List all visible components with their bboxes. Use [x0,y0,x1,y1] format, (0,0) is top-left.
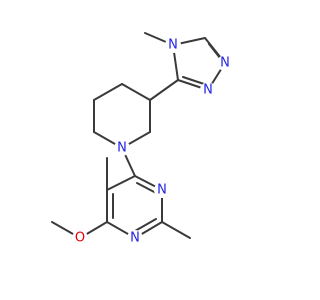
atom-label: N [220,56,230,71]
bond-pyr-c5-c4 [106,175,136,191]
piperidine-nitrogen-atom: N [114,140,130,156]
methoxy-oxygen-atom: O [72,230,88,246]
atom-label: N [117,141,127,156]
bond-triazole-n2-c3-double [182,76,205,85]
bond-pip-c4-c3 [121,83,151,101]
bond-pip-c5-c4 [93,83,123,101]
pyrimidine-n-upper-atom: N [154,182,170,198]
atom-label: N [203,83,213,98]
triazole-n2-atom: N [200,82,216,98]
bond-triazole-piperidine [149,79,179,101]
pyrimidine-n-lower-atom: N [127,230,143,246]
bonds [51,32,226,239]
atom-labels: N N N N N N O [72,37,233,246]
bond-c2-methyl [161,221,191,239]
atom-label: N [168,38,178,53]
molecule-structure-diagram: N N N N N N O [51,32,233,246]
atom-label: O [75,231,85,246]
triazole-n1-atom: N [217,55,233,71]
bond-pyr-c2-n1-double [134,218,157,232]
bond-triazole-c5-n1-double [208,43,221,59]
atom-label: N [130,231,140,246]
triazole-n-methyl-atom: N [165,37,181,53]
atom-label: N [157,183,167,198]
